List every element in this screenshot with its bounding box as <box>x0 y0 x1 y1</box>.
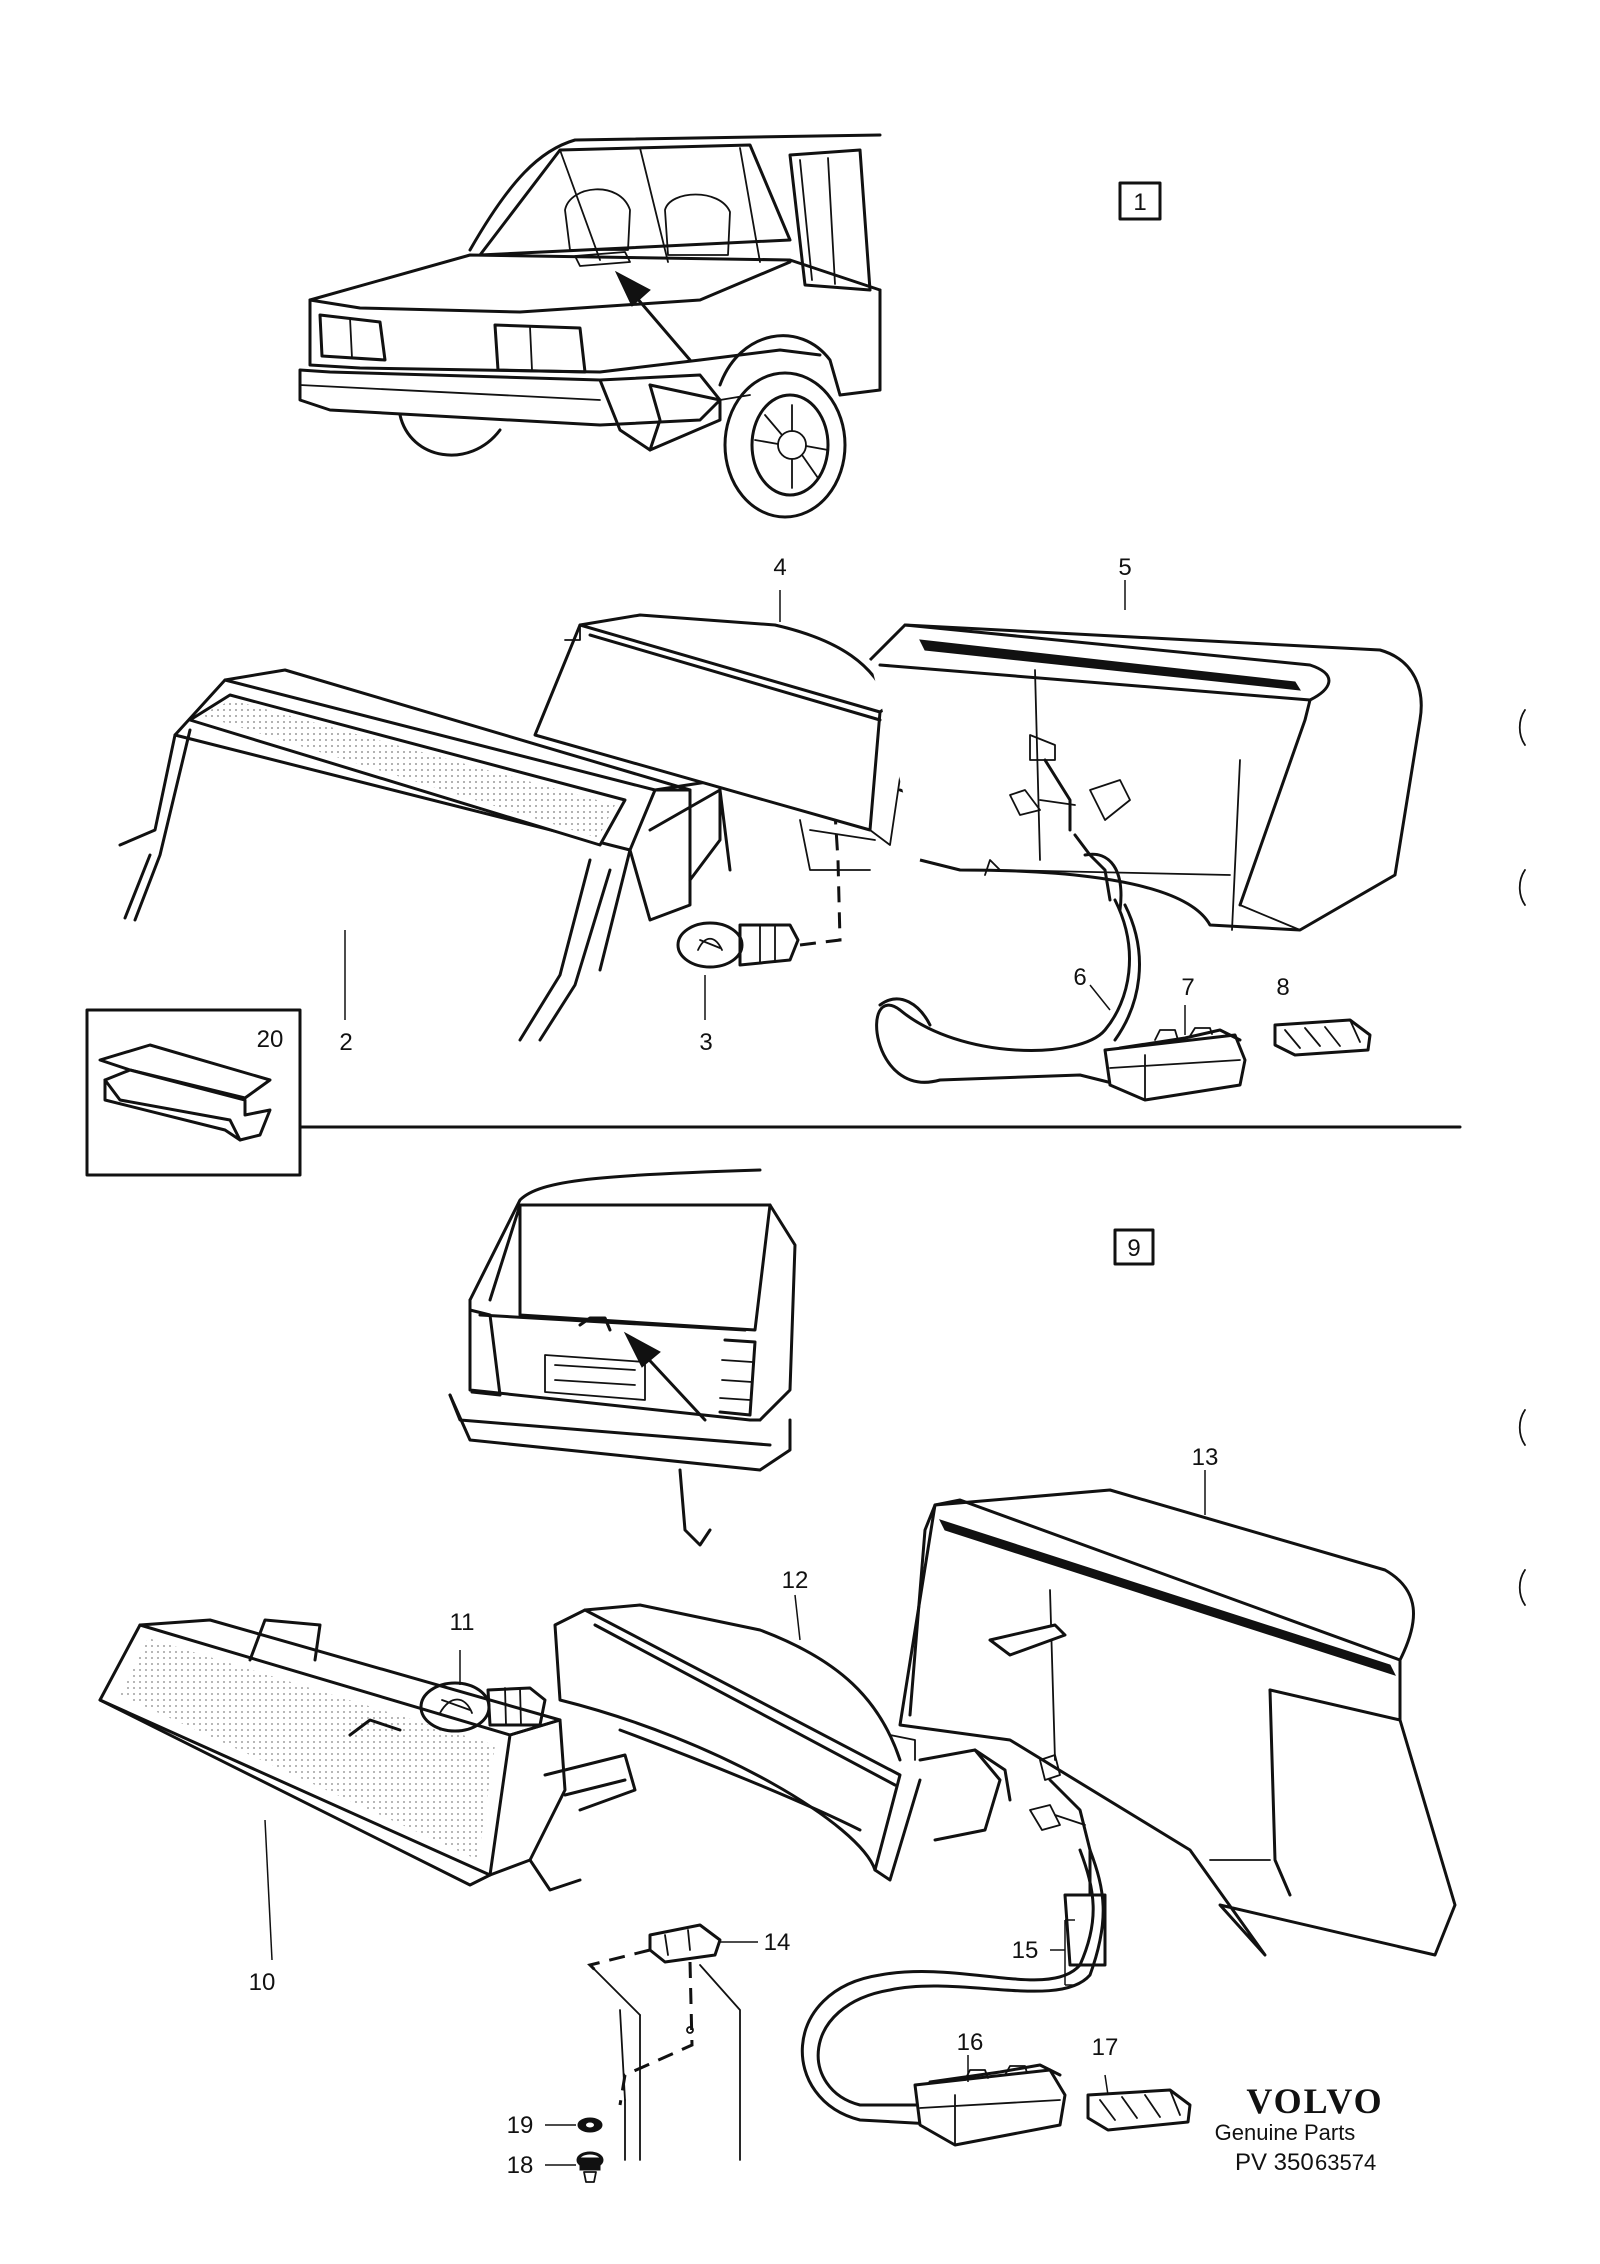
part-20-seal-profile <box>98 1043 272 1142</box>
callout-3: 3 <box>699 1029 712 1056</box>
callout-11: 11 <box>450 1609 475 1636</box>
callout-6: 6 <box>1073 964 1086 991</box>
part-11-bulb-bottom <box>419 1681 547 1733</box>
group-box-9-label: 9 <box>1127 1235 1140 1262</box>
part-8-plug-top <box>1273 1018 1372 1057</box>
callout-14: 14 <box>764 1929 791 1956</box>
part-14-clip <box>587 1923 741 2161</box>
part-5-cover-top <box>868 623 1423 932</box>
part-19-washer <box>577 2117 603 2133</box>
callout-18: 18 <box>507 2152 534 2179</box>
group-box-9 <box>1113 1228 1155 1266</box>
callout-8: 8 <box>1276 974 1289 1001</box>
wagon-illustration <box>448 1168 797 1547</box>
part-6-harness-top <box>875 898 1141 1087</box>
margin-mark <box>1518 869 1526 906</box>
margin-mark <box>1518 709 1526 746</box>
callout-10: 10 <box>249 1969 276 1996</box>
group-box-1-label: 1 <box>1133 189 1146 216</box>
part-code-number: 63574 <box>1315 2150 1376 2175</box>
part-12-housing-bottom <box>553 1603 1012 1882</box>
callout-12: 12 <box>782 1567 809 1594</box>
callout-5: 5 <box>1118 554 1131 581</box>
volvo-logo: VOLVO <box>1246 2081 1383 2121</box>
callout-4: 4 <box>773 554 786 581</box>
part-15-harness-bottom <box>800 1848 1107 2127</box>
callout-7: 7 <box>1181 974 1194 1001</box>
callout-19: 19 <box>507 2112 534 2139</box>
group-box-1 <box>1118 181 1162 221</box>
callout-15-bracket <box>1050 1919 1075 1986</box>
margin-mark <box>1518 1409 1526 1446</box>
part-17-plug-bottom <box>1086 2088 1192 2132</box>
callout-15: 15 <box>1012 1937 1039 1964</box>
sedan-illustration <box>298 133 882 519</box>
callout-2: 2 <box>339 1029 352 1056</box>
margin-mark <box>1518 1569 1526 1606</box>
part-16-connector-bottom <box>913 2063 1067 2147</box>
genuine-parts-label: Genuine Parts <box>1215 2120 1356 2145</box>
part-13-cover-bottom <box>898 1488 1457 1957</box>
callout-16: 16 <box>957 2029 984 2056</box>
inset-box-20 <box>85 1008 302 1177</box>
part-2-lens-top <box>118 668 732 1042</box>
part-10-lens-bottom <box>98 1618 637 1892</box>
callout-17: 17 <box>1092 2034 1119 2061</box>
callout-13: 13 <box>1192 1444 1219 1471</box>
part-code-prefix: PV 350 <box>1235 2149 1314 2176</box>
part-18-screw <box>576 2151 604 2183</box>
callout-20: 20 <box>257 1026 284 1053</box>
part-7-connector-top <box>1103 1027 1247 1102</box>
